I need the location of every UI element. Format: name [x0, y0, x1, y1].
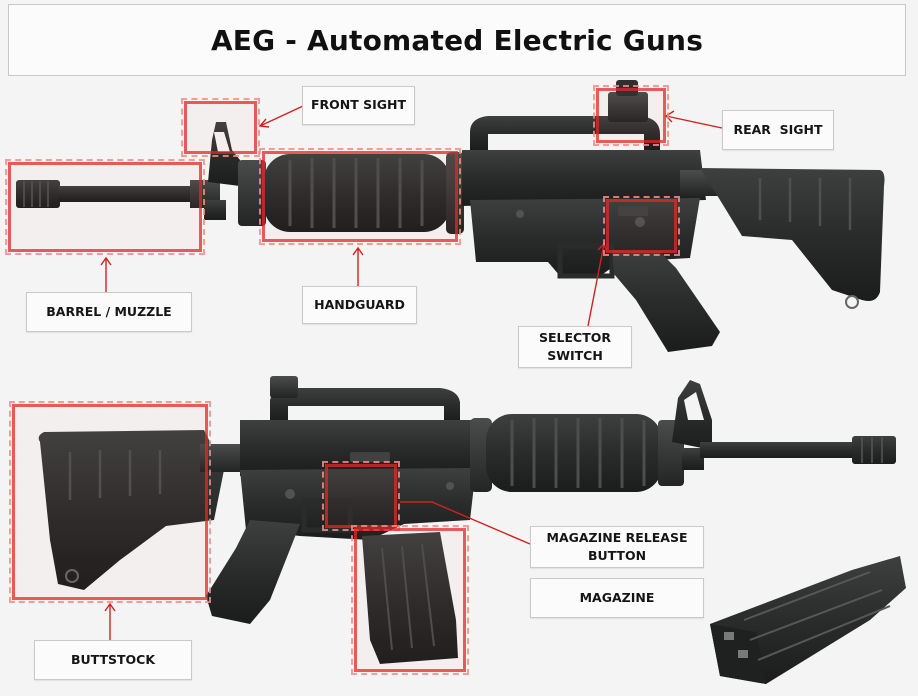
- highlight-selector-switch: [603, 196, 680, 256]
- label-barrel-muzzle: BARREL / MUZZLE: [26, 292, 192, 332]
- loose-magazine-image: [710, 556, 906, 684]
- highlight-barrel-muzzle: [5, 159, 205, 255]
- highlight-handguard: [259, 148, 461, 245]
- title-box: AEG - Automated Electric Guns: [8, 4, 906, 76]
- leader-lines: [100, 105, 723, 640]
- label-selector-switch: SELECTOR SWITCH: [518, 326, 632, 368]
- label-rear-sight: REAR SIGHT: [722, 110, 834, 150]
- label-magazine-release: MAGAZINE RELEASE BUTTON: [530, 526, 704, 568]
- label-magazine: MAGAZINE: [530, 578, 704, 618]
- bottom-rifle-image: [38, 376, 896, 664]
- highlight-front-sight: [181, 98, 260, 157]
- highlight-magazine-release: [322, 461, 400, 531]
- label-front-sight: FRONT SIGHT: [302, 86, 415, 125]
- highlight-rear-sight: [593, 85, 669, 146]
- label-handguard: HANDGUARD: [302, 286, 417, 324]
- label-buttstock: BUTTSTOCK: [34, 640, 192, 680]
- highlight-buttstock: [9, 401, 211, 603]
- highlight-magazine: [351, 525, 469, 675]
- top-rifle-image: [16, 80, 885, 352]
- page-title: AEG - Automated Electric Guns: [210, 23, 704, 57]
